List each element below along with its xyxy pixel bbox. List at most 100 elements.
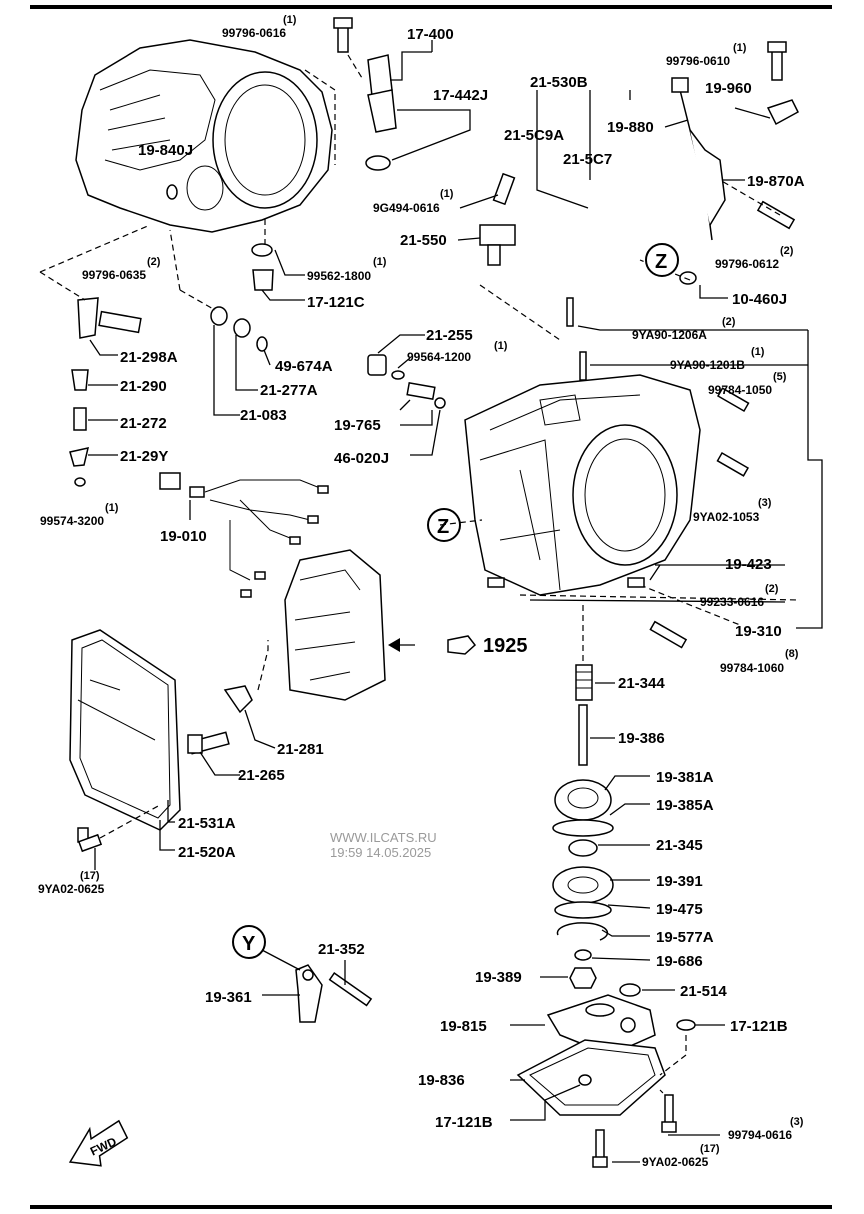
transmission-case	[464, 374, 701, 596]
label-21-265: 21-265	[238, 767, 285, 784]
oil-pan	[69, 629, 181, 831]
sensor-21-550	[479, 172, 516, 266]
qty-9YA02-1053: (3)	[758, 497, 772, 509]
label-9YA90-1201B: 9YA90-1201B	[670, 358, 745, 372]
pan-leaders	[159, 800, 175, 851]
label-21-281: 21-281	[277, 741, 324, 758]
label-19-381A: 19-381A	[656, 769, 714, 786]
qty-99796-0610: (1)	[733, 42, 747, 54]
left-small-parts	[69, 243, 274, 487]
part-labels: (1) 99796-0616 17-400 17-442J 21-530B (1…	[38, 14, 805, 1169]
label-21-550: 21-550	[400, 232, 447, 249]
sensor-550-leaders	[457, 194, 499, 241]
converter-housing	[75, 39, 333, 233]
hand-pointer-icon	[447, 635, 477, 655]
label-21-5C9A: 21-5C9A	[504, 127, 564, 144]
label-19-960: 19-960	[705, 80, 752, 97]
label-19-870A: 19-870A	[747, 173, 805, 190]
label-21-5C7: 21-5C7	[563, 151, 612, 168]
label-17-442J: 17-442J	[433, 87, 488, 104]
label-21-29Y: 21-29Y	[120, 448, 168, 465]
watermark: WWW.ILCATS.RU 19:59 14.05.2025	[330, 830, 437, 860]
wire-harness	[159, 472, 329, 598]
lower-left-leaders	[94, 709, 276, 870]
dipstick	[671, 41, 799, 285]
label-19-310: 19-310	[735, 623, 782, 640]
label-21-255: 21-255	[426, 327, 473, 344]
label-19-840J: 19-840J	[138, 142, 193, 159]
label-19-686: 19-686	[656, 953, 703, 970]
control-valve-body	[284, 549, 386, 701]
label-19-386: 19-386	[618, 730, 665, 747]
label-19-475: 19-475	[656, 901, 703, 918]
case-guides	[439, 519, 801, 626]
callout-z-left-letter: Z	[437, 516, 449, 538]
label-99574-3200: 99574-3200	[40, 514, 104, 528]
label-19-836: 19-836	[418, 1072, 465, 1089]
qty-99574-3200: (1)	[105, 502, 119, 514]
label-21-290: 21-290	[120, 378, 167, 395]
qty-99784-1060: (8)	[785, 648, 799, 660]
label-99233-0616: 99233-0616	[700, 595, 764, 609]
label-99784-1060: 99784-1060	[720, 661, 784, 675]
label-17-121B-a: 17-121B	[730, 1018, 788, 1035]
sensor-guide	[347, 54, 363, 79]
label-19-391: 19-391	[656, 873, 703, 890]
bracket-guide	[257, 640, 269, 691]
pawl-leaders	[261, 949, 346, 996]
label-21-514: 21-514	[680, 983, 727, 1000]
qty-99564-1200: (1)	[494, 340, 508, 352]
label-19-389: 19-389	[475, 969, 522, 986]
callout-y-bottom: Y	[232, 925, 266, 959]
label-49-674A: 49-674A	[275, 358, 333, 375]
qty-9YA02-0625-bottom: (17)	[700, 1143, 720, 1155]
pan-bolt-guide	[99, 804, 161, 839]
label-19-423: 19-423	[725, 556, 772, 573]
servo-leaders	[540, 682, 675, 991]
bottom-leaders	[510, 1024, 725, 1163]
label-99794-0616: 99794-0616	[728, 1128, 792, 1142]
label-99784-1050: 99784-1050	[708, 383, 772, 397]
case-studs	[487, 297, 750, 649]
dipstick-leaders	[664, 107, 771, 299]
label-17-121C: 17-121C	[307, 294, 365, 311]
label-17-121B-b: 17-121B	[435, 1114, 493, 1131]
tube-leaders	[536, 90, 631, 209]
label-9YA02-0625-bottom: 9YA02-0625	[642, 1155, 709, 1169]
qty-9G494-0616: (1)	[440, 188, 454, 200]
label-19-577A: 19-577A	[656, 929, 714, 946]
label-21-520A: 21-520A	[178, 844, 236, 861]
label-99796-0610: 99796-0610	[666, 54, 730, 68]
bottom-guides	[659, 1035, 687, 1101]
label-99562-1800: 99562-1800	[307, 269, 371, 283]
qty-99233-0616: (2)	[765, 583, 779, 595]
label-99796-0616-top: 99796-0616	[222, 26, 286, 40]
speed-sensor	[333, 17, 397, 171]
label-9YA02-0625-left: 9YA02-0625	[38, 882, 105, 896]
callout-y-bottom-letter: Y	[242, 933, 256, 955]
label-21-530B: 21-530B	[530, 74, 588, 91]
qty-9YA90-1201B: (1)	[751, 346, 765, 358]
left-leaders	[88, 249, 305, 456]
label-99564-1200: 99564-1200	[407, 350, 471, 364]
callout-z-top: Z	[645, 243, 679, 277]
label-9YA02-1053: 9YA02-1053	[693, 510, 760, 524]
lower-left-bolts	[77, 685, 253, 853]
label-21-083: 21-083	[240, 407, 287, 424]
label-1925: 1925	[483, 635, 528, 657]
label-21-277A: 21-277A	[260, 382, 318, 399]
watermark-site: WWW.ILCATS.RU	[330, 830, 437, 845]
fwd-arrow-icon	[68, 1119, 129, 1167]
label-21-272: 21-272	[120, 415, 167, 432]
left-guides	[39, 271, 216, 311]
label-19-361: 19-361	[205, 989, 252, 1006]
qty-99796-0612: (2)	[780, 245, 794, 257]
label-9YA90-1206A: 9YA90-1206A	[632, 328, 707, 342]
label-21-531A: 21-531A	[178, 815, 236, 832]
qty-99562-1800: (1)	[373, 256, 387, 268]
label-9G494-0616: 9G494-0616	[373, 201, 440, 215]
label-21-345: 21-345	[656, 837, 703, 854]
sensor-leaders	[390, 40, 471, 161]
